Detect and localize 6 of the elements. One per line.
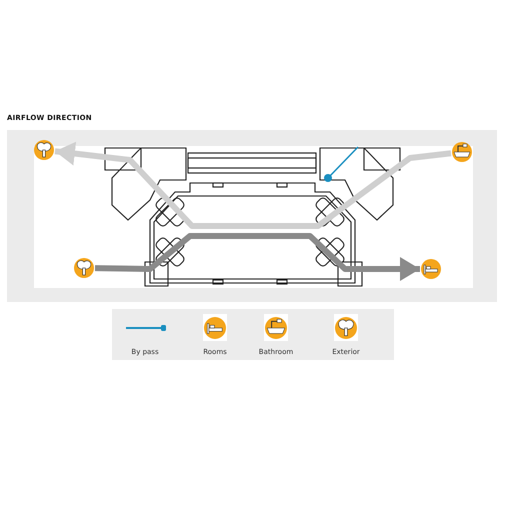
- tree-icon: [74, 258, 94, 278]
- airflow-arrow: [94, 233, 420, 281]
- tree-icon: [34, 140, 54, 160]
- bed-icon: [421, 259, 441, 279]
- airflow-arrow: [54, 142, 452, 229]
- bathtub-icon: [452, 142, 472, 162]
